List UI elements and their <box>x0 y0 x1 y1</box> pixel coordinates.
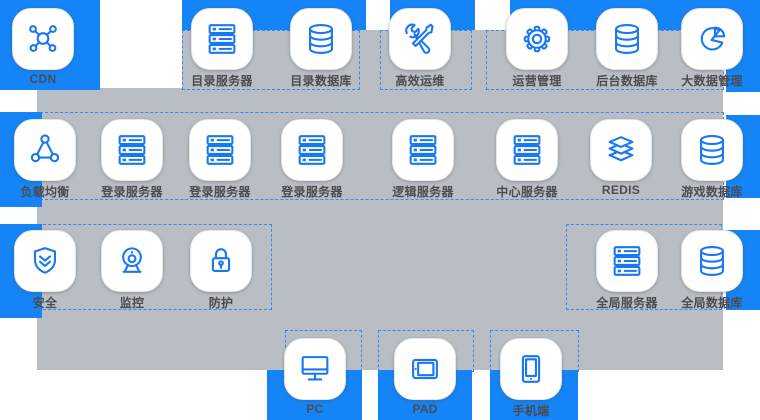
tools-icon <box>401 20 439 58</box>
node-login-server-2: 登录服务器 <box>182 119 258 200</box>
node-label: 后台数据库 <box>596 74 658 88</box>
node-logic-server: 逻辑服务器 <box>385 119 461 200</box>
cdn-hub-icon <box>24 20 62 58</box>
node-label: 大数据管理 <box>681 74 743 88</box>
node-label: 安全 <box>32 296 58 310</box>
tablet-icon <box>406 350 444 388</box>
phone-icon <box>512 350 550 388</box>
node-security: 安全 <box>7 230 83 311</box>
database-icon <box>608 20 646 58</box>
database-icon <box>693 242 731 280</box>
node-label: 手机端 <box>512 404 550 418</box>
node-login-server-3: 登录服务器 <box>274 119 350 200</box>
node-label: 登录服务器 <box>189 185 251 199</box>
node-pc: PC <box>277 338 353 416</box>
node-label: PAD <box>412 402 438 416</box>
node-label: 登录服务器 <box>281 185 343 199</box>
node-monitoring: 监控 <box>94 230 170 311</box>
lock-icon <box>202 242 240 280</box>
webcam-icon <box>113 242 151 280</box>
gear-icon <box>518 20 556 58</box>
server-icon <box>293 131 331 169</box>
node-label: CDN <box>29 72 57 86</box>
server-icon <box>508 131 546 169</box>
server-icon <box>203 20 241 58</box>
node-label: 高效运维 <box>395 74 445 88</box>
server-icon <box>201 131 239 169</box>
node-operations-management: 运营管理 <box>499 8 575 89</box>
node-label: 中心服务器 <box>496 185 558 199</box>
node-label: 逻辑服务器 <box>392 185 454 199</box>
node-mobile: 手机端 <box>493 338 569 419</box>
node-directory-database: 目录数据库 <box>283 8 359 89</box>
monitor-icon <box>296 350 334 388</box>
node-bigdata-management: 大数据管理 <box>674 8 750 89</box>
node-label: PC <box>306 402 324 416</box>
node-redis: REDIS <box>583 119 659 197</box>
node-center-server: 中心服务器 <box>489 119 565 200</box>
node-label: 运营管理 <box>512 74 562 88</box>
node-label: 目录服务器 <box>191 74 253 88</box>
node-backend-database: 后台数据库 <box>589 8 665 89</box>
group-box-directory <box>182 30 360 90</box>
layers-icon <box>602 131 640 169</box>
node-pad: PAD <box>387 338 463 416</box>
database-icon <box>302 20 340 58</box>
shield-icon <box>26 242 64 280</box>
node-devops: 高效运维 <box>382 8 458 89</box>
node-load-balancer: 负载均衡 <box>7 119 83 200</box>
server-icon <box>608 242 646 280</box>
node-label: REDIS <box>601 183 641 197</box>
node-label: 游戏数据库 <box>681 185 743 199</box>
node-directory-server: 目录服务器 <box>184 8 260 89</box>
node-label: 全局服务器 <box>596 296 658 310</box>
pie-chart-icon <box>693 20 731 58</box>
node-label: 负载均衡 <box>20 185 70 199</box>
node-label: 全局数据库 <box>681 296 743 310</box>
node-login-server-1: 登录服务器 <box>94 119 170 200</box>
database-icon <box>693 131 731 169</box>
load-balancer-icon <box>26 131 64 169</box>
node-label: 登录服务器 <box>101 185 163 199</box>
node-global-server: 全局服务器 <box>589 230 665 311</box>
node-label: 防护 <box>208 296 234 310</box>
node-global-database: 全局数据库 <box>674 230 750 311</box>
node-game-database: 游戏数据库 <box>674 119 750 200</box>
server-icon <box>113 131 151 169</box>
server-icon <box>404 131 442 169</box>
node-label: 监控 <box>119 296 145 310</box>
node-cdn: CDN <box>5 8 81 86</box>
node-protection: 防护 <box>183 230 259 311</box>
top-left-white-notch <box>100 30 182 88</box>
node-label: 目录数据库 <box>290 74 352 88</box>
